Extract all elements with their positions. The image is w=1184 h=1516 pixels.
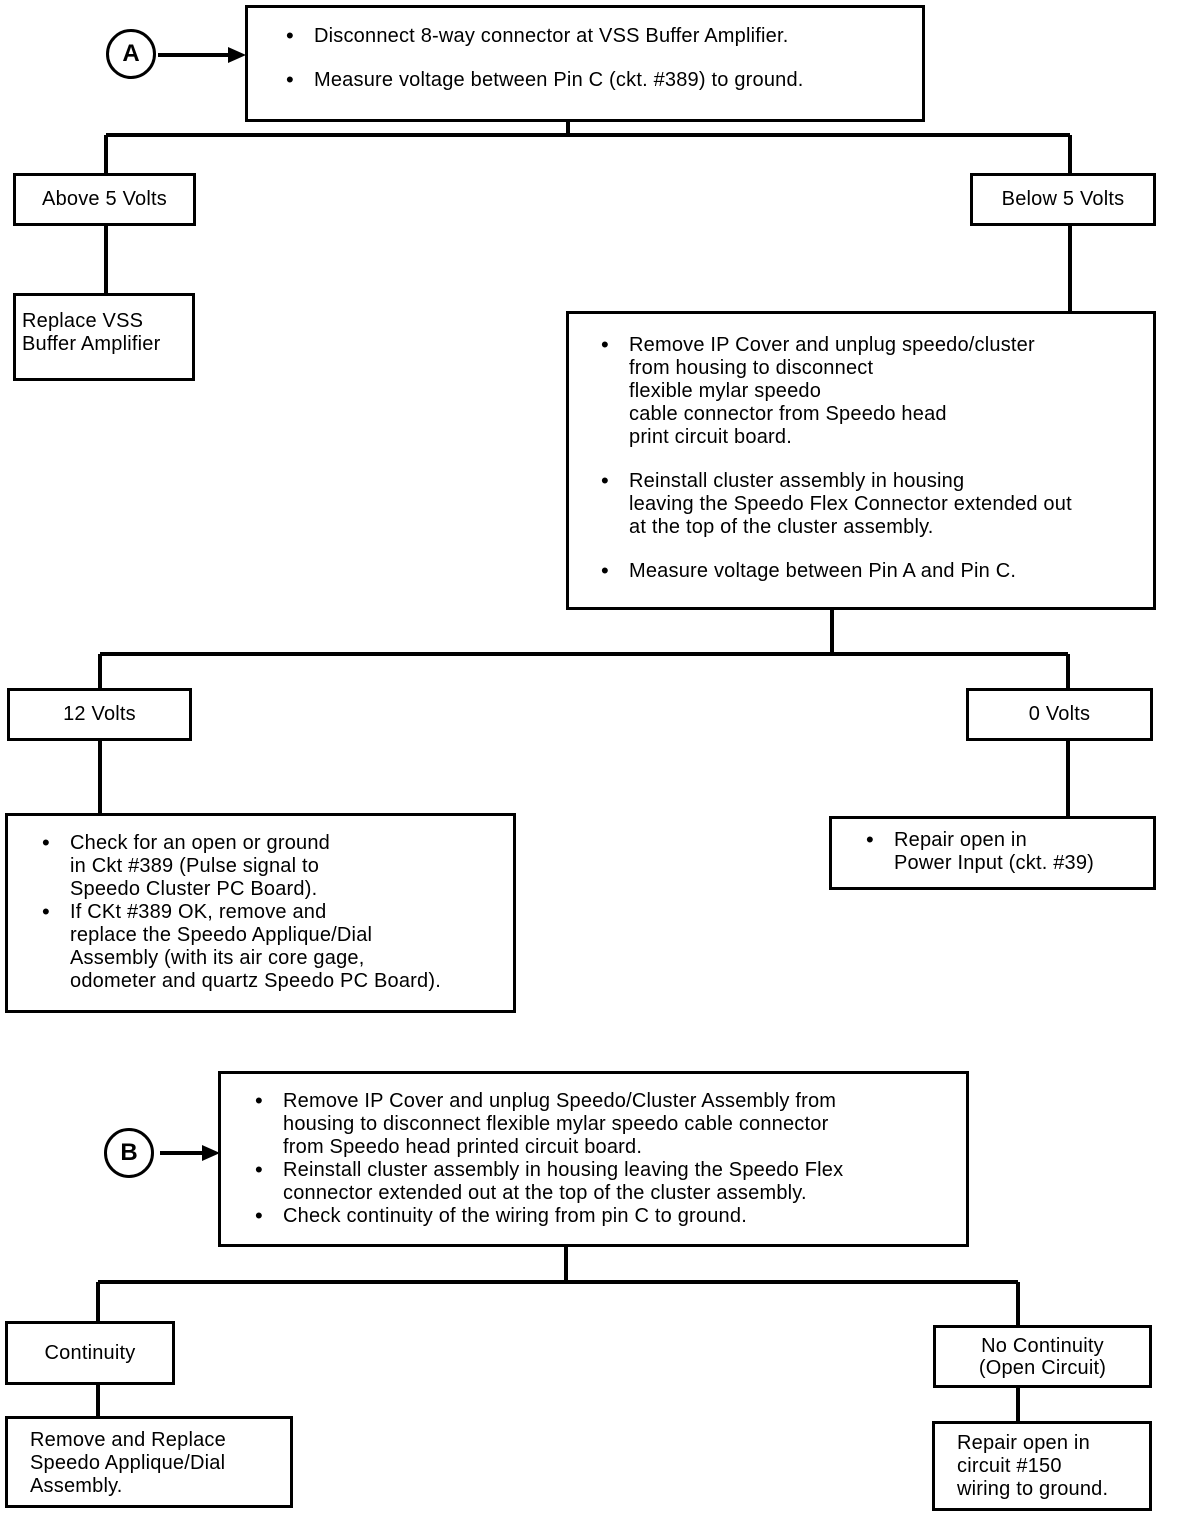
action-text: Remove and Replace Speedo Applique/Dial … — [30, 1429, 226, 1497]
arrowhead-icon — [202, 1145, 220, 1161]
list-item: Check for an open or ground in Ckt #389 … — [38, 831, 507, 901]
branch-label: No Continuity (Open Circuit) — [978, 1334, 1107, 1379]
branch-no-continuity: No Continuity (Open Circuit) — [933, 1325, 1152, 1388]
action-text: Repair open in circuit #150 wiring to gr… — [957, 1432, 1109, 1500]
action-12-volts-list: Check for an open or ground in Ckt #389 … — [38, 831, 507, 993]
action-0-volts: Repair open in Power Input (ckt. #39) — [829, 816, 1156, 890]
action-0-volts-list: Repair open in Power Input (ckt. #39) — [862, 828, 1147, 875]
branch-above-5-volts: Above 5 Volts — [13, 173, 196, 226]
marker-b: B — [104, 1128, 154, 1178]
step-b-start-list: Remove IP Cover and unplug Speedo/Cluste… — [251, 1089, 960, 1228]
branch-label: Continuity — [44, 1341, 136, 1364]
branch-continuity: Continuity — [5, 1321, 175, 1385]
branch-label: Below 5 Volts — [1001, 188, 1125, 210]
branch-0-volts: 0 Volts — [966, 688, 1153, 741]
branch-label: 12 Volts — [63, 703, 136, 725]
action-continuity: Remove and Replace Speedo Applique/Dial … — [5, 1416, 293, 1508]
step-below-5-volts: Remove IP Cover and unplug speedo/cluste… — [566, 311, 1156, 610]
branch-label: Above 5 Volts — [42, 188, 167, 210]
action-replace-vss-buffer: Replace VSS Buffer Amplifier — [13, 293, 195, 381]
action-text: Replace VSS Buffer Amplifier — [22, 310, 161, 355]
step-b-start: Remove IP Cover and unplug Speedo/Cluste… — [218, 1071, 969, 1247]
branch-12-volts: 12 Volts — [7, 688, 192, 741]
list-item: Measure voltage between Pin C (ckt. #389… — [282, 68, 908, 92]
list-item: Disconnect 8-way connector at VSS Buffer… — [282, 24, 908, 48]
list-item: If CKt #389 OK, remove and replace the S… — [38, 900, 507, 993]
action-no-continuity: Repair open in circuit #150 wiring to gr… — [932, 1421, 1152, 1511]
list-item: Measure voltage between Pin A and Pin C. — [597, 559, 1145, 583]
list-item: Reinstall cluster assembly in housing le… — [251, 1158, 960, 1205]
marker-a-label: A — [122, 40, 140, 67]
arrowhead-icon — [228, 47, 246, 63]
list-item: Reinstall cluster assembly in housing le… — [597, 469, 1145, 539]
branch-label: 0 Volts — [1028, 703, 1091, 725]
step-a-start: Disconnect 8-way connector at VSS Buffer… — [245, 5, 925, 122]
list-item: Check continuity of the wiring from pin … — [251, 1204, 960, 1228]
step-a-start-list: Disconnect 8-way connector at VSS Buffer… — [282, 24, 908, 92]
list-item: Remove IP Cover and unplug Speedo/Cluste… — [251, 1089, 960, 1159]
list-item: Repair open in Power Input (ckt. #39) — [862, 828, 1147, 875]
list-item: Remove IP Cover and unplug speedo/cluste… — [597, 333, 1145, 449]
marker-b-label: B — [120, 1139, 138, 1166]
marker-a: A — [106, 29, 156, 79]
action-12-volts: Check for an open or ground in Ckt #389 … — [5, 813, 516, 1013]
branch-below-5-volts: Below 5 Volts — [970, 173, 1156, 226]
step-below-list: Remove IP Cover and unplug speedo/cluste… — [597, 333, 1145, 583]
